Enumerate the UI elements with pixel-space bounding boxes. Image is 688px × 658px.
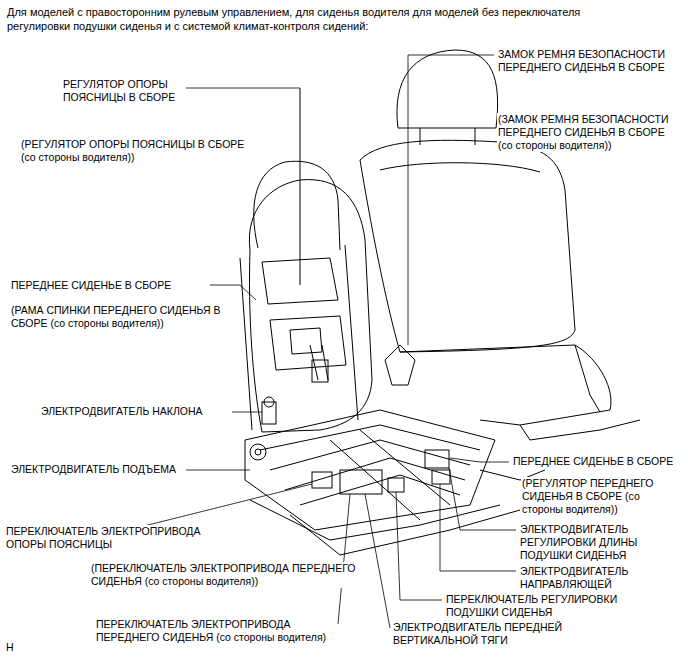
part-label: ЭЛЕКТРОДВИГАТЕЛЬ НАПРАВЛЯЮЩЕЙ	[519, 565, 681, 591]
part-label: ПЕРЕКЛЮЧАТЕЛЬ ЭЛЕКТРОПРИВОДА ПЕРЕДНЕГО С…	[95, 618, 337, 644]
part-label: (ЗАМОК РЕМНЯ БЕЗОПАСНОСТИ ПЕРЕДНЕГО СИДЕ…	[497, 113, 679, 152]
part-label: ЗАМОК РЕМНЯ БЕЗОПАСНОСТИ ПЕРЕДНЕГО СИДЕН…	[497, 48, 674, 74]
part-label: ЭЛЕКТРОДВИГАТЕЛЬ РЕГУЛИРОВКИ ДЛИНЫ ПОДУШ…	[519, 523, 681, 562]
part-label: ПЕРЕДНЕЕ СИДЕНЬЕ В СБОРЕ	[10, 279, 172, 292]
part-label: ПЕРЕКЛЮЧАТЕЛЬ ЭЛЕКТРОПРИВОДА ОПОРЫ ПОЯСН…	[5, 525, 212, 551]
figure-code: H	[5, 641, 15, 654]
front-seat-frame	[240, 88, 545, 555]
part-label: (РАМА СПИНКИ ПЕРЕДНЕГО СИДЕНЬЯ В СБОРЕ (…	[10, 304, 237, 330]
part-label: ЭЛЕКТРОДВИГАТЕЛЬ ПОДЪЕМА	[10, 463, 177, 476]
part-label: ПЕРЕКЛЮЧАТЕЛЬ РЕГУЛИРОВКИ ПОДУШКИ СИДЕНЬ…	[445, 593, 667, 619]
part-label: ЭЛЕКТРОДВИГАТЕЛЬ НАКЛОНА	[40, 405, 204, 418]
part-label: ЭЛЕКТРОДВИГАТЕЛЬ ПЕРЕДНЕЙ ВЕРТИКАЛЬНОЙ Т…	[392, 621, 614, 647]
part-label: РЕГУЛЯТОР ОПОРЫ ПОЯСНИЦЫ В СБОРЕ	[62, 78, 186, 104]
part-label: ПЕРЕДНЕЕ СИДЕНЬЕ В СБОРЕ	[512, 455, 674, 468]
part-label: (ПЕРЕКЛЮЧАТЕЛЬ ЭЛЕКТРОПРИВОДА ПЕРЕДНЕГО …	[90, 562, 362, 588]
rear-seat	[360, 50, 640, 440]
header-note: Для моделей с правосторонним рулевым упр…	[7, 6, 607, 33]
part-label: (РЕГУЛЯТОР ОПОРЫ ПОЯСНИЦЫ В СБОРЕ (со ст…	[20, 138, 254, 164]
part-label: (РЕГУЛЯТОР ПЕРЕДНЕГО СИДЕНЬЯ В СБОРЕ (со…	[521, 477, 673, 516]
